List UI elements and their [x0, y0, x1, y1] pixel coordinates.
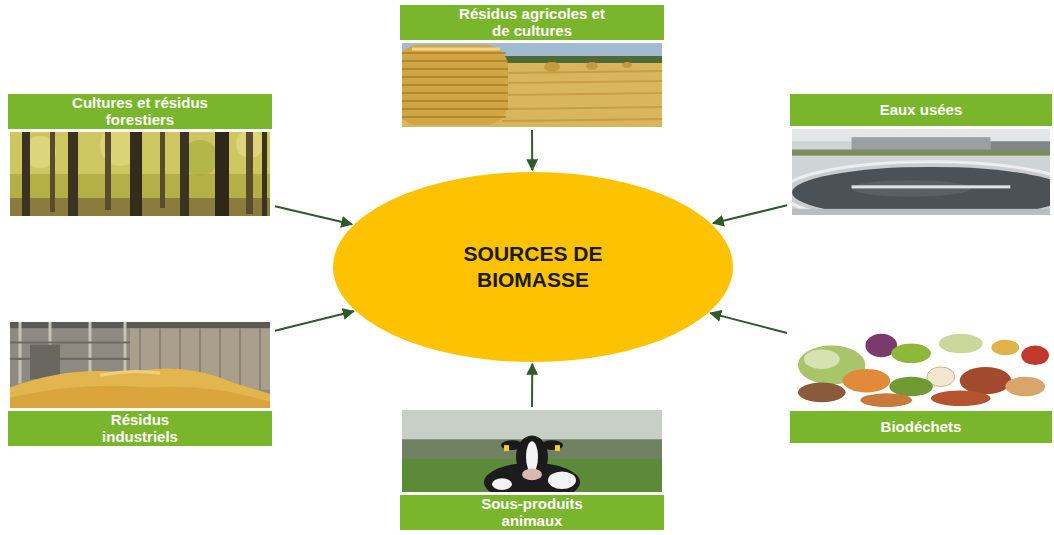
source-label: Biodéchets	[881, 419, 962, 436]
biowaste-picture	[792, 326, 1050, 408]
source-label-bar: Sous-produits animaux	[400, 495, 664, 530]
source-card: Sous-produits animaux	[400, 410, 664, 530]
source-card: Cultures et résidus forestiers	[8, 94, 272, 216]
source-card: Eaux usées	[790, 94, 1052, 215]
source-label: Eaux usées	[880, 102, 963, 119]
source-label-bar: Cultures et résidus forestiers	[8, 94, 272, 129]
cow-picture	[402, 410, 662, 492]
source-label-bar: Résidus industriels	[8, 411, 272, 446]
source-label: Résidus industriels	[85, 412, 195, 445]
source-label-bar: Résidus agricoles et de cultures	[400, 5, 664, 40]
straw-field-picture	[402, 43, 662, 127]
arrow-connector	[531, 364, 533, 407]
source-card: Biodéchets	[790, 326, 1052, 443]
arrow-connector	[275, 311, 354, 330]
arrow-connector	[531, 130, 533, 170]
source-label-bar: Biodéchets	[790, 411, 1052, 443]
source-label: Résidus agricoles et de cultures	[457, 6, 607, 39]
source-label-bar: Eaux usées	[790, 94, 1052, 126]
source-card: Résidus industriels	[8, 322, 272, 446]
arrow-connector	[713, 205, 787, 223]
wastewater-basin-picture	[792, 129, 1050, 215]
hub-text-group: SOURCES DE BIOMASSE	[458, 241, 608, 294]
arrow-connector	[275, 206, 352, 224]
source-label: Cultures et résidus forestiers	[65, 95, 215, 128]
source-card: Résidus agricoles et de cultures	[400, 5, 664, 127]
hub-circle: SOURCES DE BIOMASSE	[333, 172, 733, 362]
source-label: Sous-produits animaux	[470, 496, 595, 529]
arrow-connector	[710, 313, 787, 333]
forest-picture	[10, 132, 270, 216]
sawdust-pile-picture	[10, 322, 270, 408]
hub-title: SOURCES DE BIOMASSE	[458, 241, 608, 294]
